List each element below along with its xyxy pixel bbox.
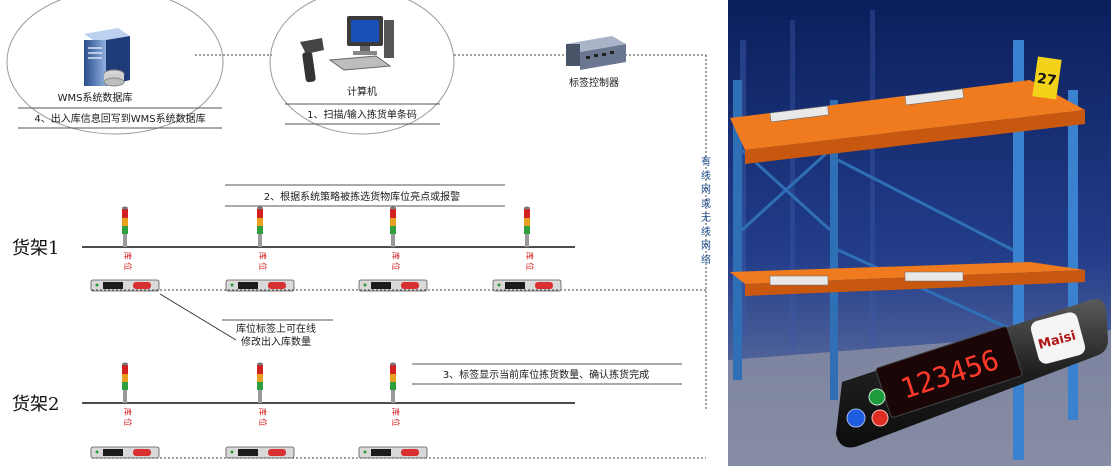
location-tag-device	[358, 446, 428, 459]
location-tag-device	[90, 279, 160, 292]
callout-line2: 修改出入库数量	[241, 335, 311, 348]
location-tag-text: 库 位	[258, 252, 268, 271]
network-label-char: 无	[701, 213, 711, 224]
computer-ellipse	[269, 0, 455, 135]
shelf2-units: 库 位库 位库 位	[90, 362, 428, 459]
step3-label: 3、标签显示当前库位拣货数量、确认拣货完成	[443, 368, 649, 381]
database-label: WMS系统数据库	[58, 91, 133, 104]
network-label-char: 络	[701, 253, 711, 266]
network-label-char: 线	[701, 169, 711, 182]
shelf1-label: 货架1	[12, 238, 59, 259]
shelf-location-unit: 库 位	[225, 206, 295, 292]
rack-number-sign	[1032, 56, 1062, 100]
shelf-location-unit: 库 位	[358, 362, 428, 459]
location-tag-device	[225, 446, 295, 459]
location-tag-device	[358, 279, 428, 292]
step4-label: 4、出入库信息回写到WMS系统数据库	[34, 112, 205, 125]
location-tag-device	[225, 279, 295, 292]
shelf-location-unit: 库 位	[358, 206, 428, 292]
database-ellipse	[6, 0, 224, 135]
controller-label: 标签控制器	[569, 76, 619, 89]
red-button-icon	[871, 409, 889, 427]
callout-line1: 库位标签上可在线	[236, 322, 316, 335]
location-tag-text: 库 位	[123, 408, 133, 427]
shelf1-units: 库 位库 位库 位库 位	[90, 206, 562, 292]
network-label-char: 网	[701, 184, 711, 196]
rack-beam-top	[730, 80, 1085, 150]
location-tag-text: 库 位	[525, 252, 535, 271]
stack-light-icon	[390, 362, 396, 403]
rack-number: 27	[1036, 71, 1058, 90]
network-label-char: 线	[701, 225, 711, 238]
stack-light-icon	[122, 362, 128, 403]
warehouse-photo: 27 123456 Maisi	[728, 0, 1111, 466]
server-icon	[84, 28, 130, 87]
shelf-location-unit: 库 位	[492, 206, 562, 292]
stack-light-icon	[390, 206, 396, 247]
location-tag-text: 库 位	[391, 408, 401, 427]
brand-badge	[1030, 312, 1086, 364]
computer-icon	[328, 16, 394, 71]
barcode-scanner-icon	[300, 38, 324, 83]
shelf2-label: 货架2	[12, 394, 59, 415]
location-tag-device	[90, 446, 160, 459]
rack-upright-left	[733, 80, 742, 380]
location-tag-text: 库 位	[123, 252, 133, 271]
location-tag-text: 库 位	[391, 252, 401, 271]
location-tag-text: 库 位	[258, 408, 268, 427]
stack-light-icon	[524, 206, 530, 247]
rack-upright-right	[1013, 40, 1024, 460]
computer-label: 计算机	[347, 85, 377, 98]
location-tag-device	[492, 279, 562, 292]
tag-controller-icon	[566, 36, 626, 70]
shelf-location-unit: 库 位	[90, 206, 160, 292]
step2-label: 2、根据系统策略被拣选货物库位亮点或报警	[264, 190, 460, 203]
network-label-char: 网	[701, 240, 711, 252]
shelf-location-unit: 库 位	[90, 362, 160, 459]
stack-light-icon	[257, 362, 263, 403]
stack-light-icon	[122, 206, 128, 247]
network-label-char: 有	[701, 155, 711, 168]
blue-button-icon	[846, 408, 866, 428]
shelf-location-unit: 库 位	[225, 362, 295, 459]
green-button-icon	[868, 388, 886, 406]
network-label-char: 或	[701, 198, 711, 210]
step1-label: 1、扫描/输入拣货单条码	[307, 108, 417, 121]
stack-light-icon	[257, 206, 263, 247]
callout-pointer	[159, 293, 237, 341]
